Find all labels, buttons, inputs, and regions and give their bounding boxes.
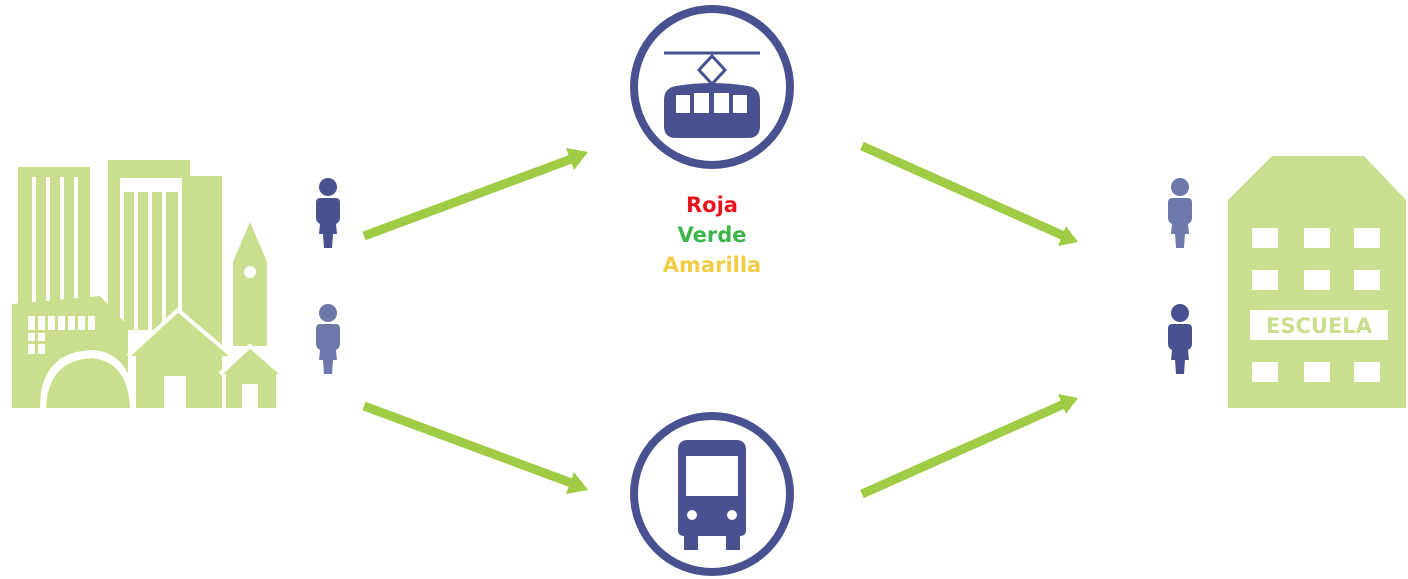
line-verde-label: Verde xyxy=(677,223,747,247)
person-icon xyxy=(316,304,340,374)
school-sign xyxy=(1250,310,1388,340)
person-icon xyxy=(316,178,340,248)
school-icon: ESCUELA xyxy=(1228,156,1406,408)
arrow-city-to-cable-car xyxy=(362,148,588,241)
cable-car-icon xyxy=(630,5,794,169)
bus-icon xyxy=(630,412,794,576)
school-sign-label: ESCUELA xyxy=(1266,314,1373,338)
arrow-bus-to-school xyxy=(860,394,1078,499)
arrow-cable-car-to-school xyxy=(860,141,1078,246)
person-icon xyxy=(1168,304,1192,374)
line-roja-label: Roja xyxy=(686,193,738,217)
arrow-city-to-bus xyxy=(362,401,588,494)
city-icon xyxy=(12,160,284,408)
line-amarilla-label: Amarilla xyxy=(662,253,762,277)
person-icon xyxy=(1168,178,1192,248)
cable-car-lines-legend: Roja Verde Amarilla xyxy=(630,190,794,280)
